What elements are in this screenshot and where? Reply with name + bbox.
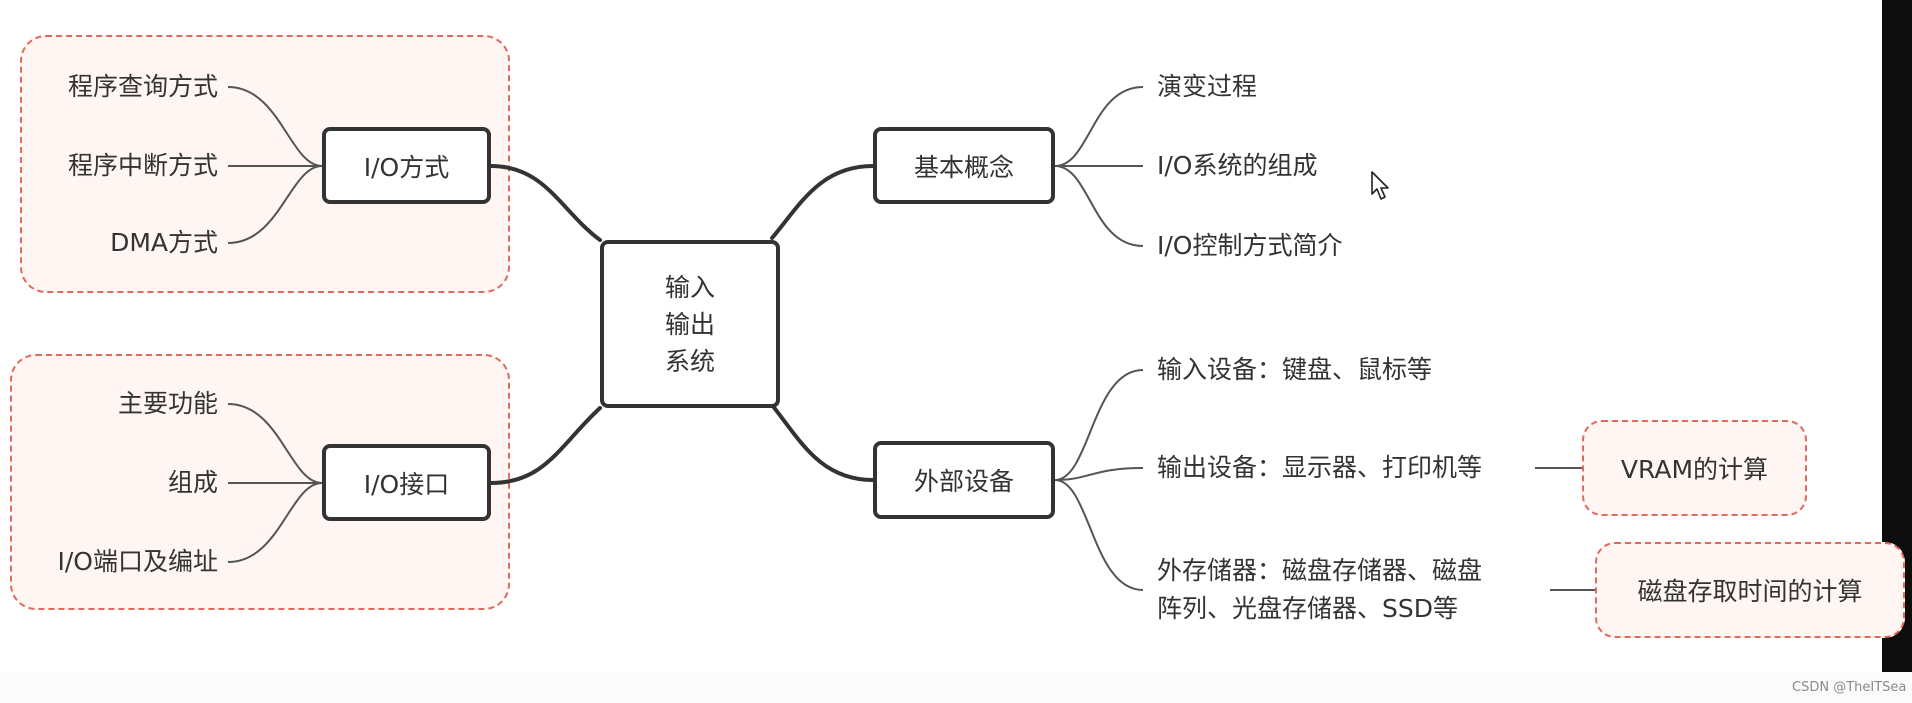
link-center-basic-concepts <box>770 164 875 240</box>
leaf-io-control-intro[interactable]: I/O控制方式简介 <box>1157 231 1343 260</box>
link-basic-concepts-leaf-3 <box>1054 165 1144 247</box>
leaf-io-system-composition[interactable]: I/O系统的组成 <box>1157 151 1318 180</box>
center-line-1: 输入 <box>664 272 715 302</box>
link-io-interface-leaf-3 <box>227 482 323 563</box>
center-line-3: 系统 <box>664 346 715 376</box>
link-io-methods-leaf-3 <box>227 165 323 244</box>
leaf-input-devices[interactable]: 输入设备：键盘、鼠标等 <box>1157 355 1433 384</box>
callout-disk-access-time[interactable]: 磁盘存取时间的计算 <box>1595 542 1905 638</box>
leaf-external-storage[interactable]: 外存储器：磁盘存储器、磁盘 阵列、光盘存储器、SSD等 <box>1157 552 1537 628</box>
link-io-interface-leaf-1 <box>227 403 323 484</box>
leaf-external-storage-line-2: 阵列、光盘存储器、SSD等 <box>1157 594 1458 623</box>
leaf-program-polling[interactable]: 程序查询方式 <box>67 72 218 101</box>
link-center-io-interface <box>489 406 602 485</box>
callout-vram-calculation[interactable]: VRAM的计算 <box>1582 420 1807 516</box>
link-external-devices-leaf-2 <box>1054 467 1144 481</box>
link-io-methods-leaf-1 <box>227 86 323 167</box>
leaf-composition[interactable]: 组成 <box>167 468 218 497</box>
node-basic-concepts[interactable]: 基本概念 <box>873 127 1055 204</box>
center-node[interactable]: 输入 输出 系统 <box>600 240 780 408</box>
node-io-methods[interactable]: I/O方式 <box>322 127 491 204</box>
bottom-bar <box>0 672 1912 703</box>
center-line-2: 输出 <box>664 309 715 339</box>
link-external-devices-leaf-3 <box>1054 479 1144 591</box>
leaf-main-functions[interactable]: 主要功能 <box>117 389 218 418</box>
watermark: CSDN @TheITSea <box>1792 680 1907 695</box>
leaf-io-ports[interactable]: I/O端口及编址 <box>57 547 218 576</box>
leaf-evolution[interactable]: 演变过程 <box>1157 72 1258 101</box>
link-basic-concepts-leaf-1 <box>1054 86 1144 167</box>
leaf-dma[interactable]: DMA方式 <box>110 228 218 257</box>
node-external-devices[interactable]: 外部设备 <box>873 441 1055 519</box>
leaf-external-storage-line-1: 外存储器：磁盘存储器、磁盘 <box>1157 556 1483 585</box>
mouse-pointer-icon <box>1371 171 1389 200</box>
node-io-interface[interactable]: I/O接口 <box>322 444 491 521</box>
link-external-devices-leaf-1 <box>1054 369 1144 481</box>
link-center-io-methods <box>489 164 602 242</box>
leaf-program-interrupt[interactable]: 程序中断方式 <box>67 151 218 180</box>
leaf-output-devices[interactable]: 输出设备：显示器、打印机等 <box>1157 453 1483 482</box>
link-center-external-devices <box>770 403 875 482</box>
